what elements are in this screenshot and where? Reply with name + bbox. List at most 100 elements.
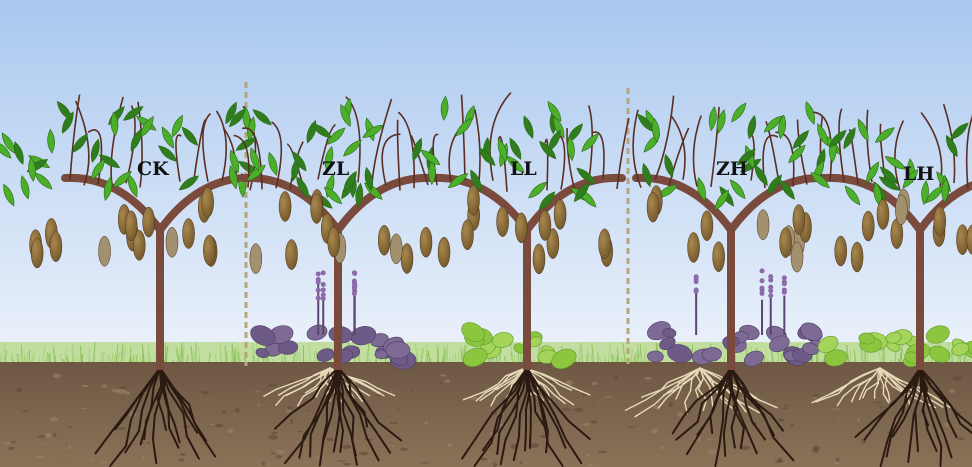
soil-speck [63,463,65,465]
flower-bud [768,293,773,298]
kiwifruit-icon [539,211,551,241]
soil-speck [439,382,442,384]
flower-bud [782,275,787,280]
label-lh: LH [903,163,934,185]
flower-bud [760,268,765,273]
trunk [727,225,735,370]
soil-speck [99,461,107,463]
kiwifruit-icon [420,227,432,257]
soil-speck [89,459,93,461]
soil-speck [36,456,46,458]
kiwifruit-icon [688,232,700,262]
soil-speck [268,383,277,386]
flower-bud [321,287,326,292]
soil-speck [270,452,276,454]
soil-speck [583,423,591,426]
kiwifruit-icon [202,187,214,217]
kiwifruit-icon [497,207,509,237]
flower-bud [782,290,787,295]
flower-bud [321,270,326,275]
soil-speck [420,462,430,463]
soil-speck [706,439,713,440]
flower-bud [694,289,699,294]
soil-speck [677,412,683,416]
herb-leaf [386,342,410,359]
soil-speck [201,391,209,394]
soil-speck [873,402,881,404]
kiwifruit-icon [862,211,874,241]
flower-bud [352,285,357,290]
kiwifruit-icon [835,236,847,266]
label-zh: ZH [716,158,748,180]
kiwifruit-icon [99,236,111,266]
kiwifruit-icon [647,192,659,222]
soil-speck [215,424,224,427]
soil-speck [605,396,614,398]
soil-speck [53,433,56,437]
soil-speck [257,404,260,406]
soil-speck [880,407,885,408]
soil-speck [590,420,598,423]
kiwifruit-icon [143,207,155,237]
soil-speck [316,456,319,459]
soil-speck [783,405,789,406]
kiwifruit-icon [851,242,863,272]
soil-speck [952,376,962,380]
soil-speck [440,374,446,376]
label-zl: ZL [322,158,349,180]
soil-speck [359,452,368,455]
soil-speck [782,408,788,409]
kiwifruit-icon [166,227,178,257]
soil-speck [832,408,840,409]
kiwifruit-icon [757,210,769,240]
soil-speck [80,408,87,409]
soil-speck [147,442,150,444]
kiwifruit-icon [877,199,889,229]
soil-speck [43,443,47,444]
soil-speck [836,458,840,462]
flower-bud [768,274,773,279]
soil-speck [235,408,240,413]
soil-speck [262,461,265,466]
soil-speck [102,384,108,388]
flower-bud [352,280,357,285]
soil-speck [389,422,398,424]
trunk [523,225,531,370]
soil-speck [812,446,819,451]
soil-speck [397,409,400,410]
kiwifruit-icon [390,234,402,264]
flower-bud [760,278,765,283]
kiwifruit-icon [701,211,713,241]
soil-speck [142,455,145,459]
soil-speck [254,391,261,392]
soil-speck [917,431,919,432]
soil-speck [520,461,523,463]
kiwifruit-icon [311,193,323,223]
flower-bud [316,296,321,301]
soil-speck [295,441,298,443]
flower-bud [316,288,321,293]
soil-speck [180,453,187,455]
soil-speck [587,454,591,457]
soil-speck [17,388,22,393]
soil-speck [791,423,794,427]
soil-speck [481,458,488,461]
soil-speck [2,442,12,445]
soil-speck [660,446,664,449]
soil-speck [950,389,956,393]
flower-bud [321,292,326,297]
kiwifruit-icon [203,235,215,265]
soil-speck [957,437,965,440]
soil-speck [276,450,285,454]
label-ck: CK [137,158,170,180]
kiwifruit-icon [713,242,725,272]
kiwifruit-icon [286,240,298,270]
soil-speck [778,418,785,421]
soil-speck [290,419,293,424]
kiwifruit-icon [934,206,946,236]
flower-bud [316,277,321,282]
soil-speck [287,406,293,410]
soil-speck [307,410,310,411]
soil-speck [68,427,72,429]
